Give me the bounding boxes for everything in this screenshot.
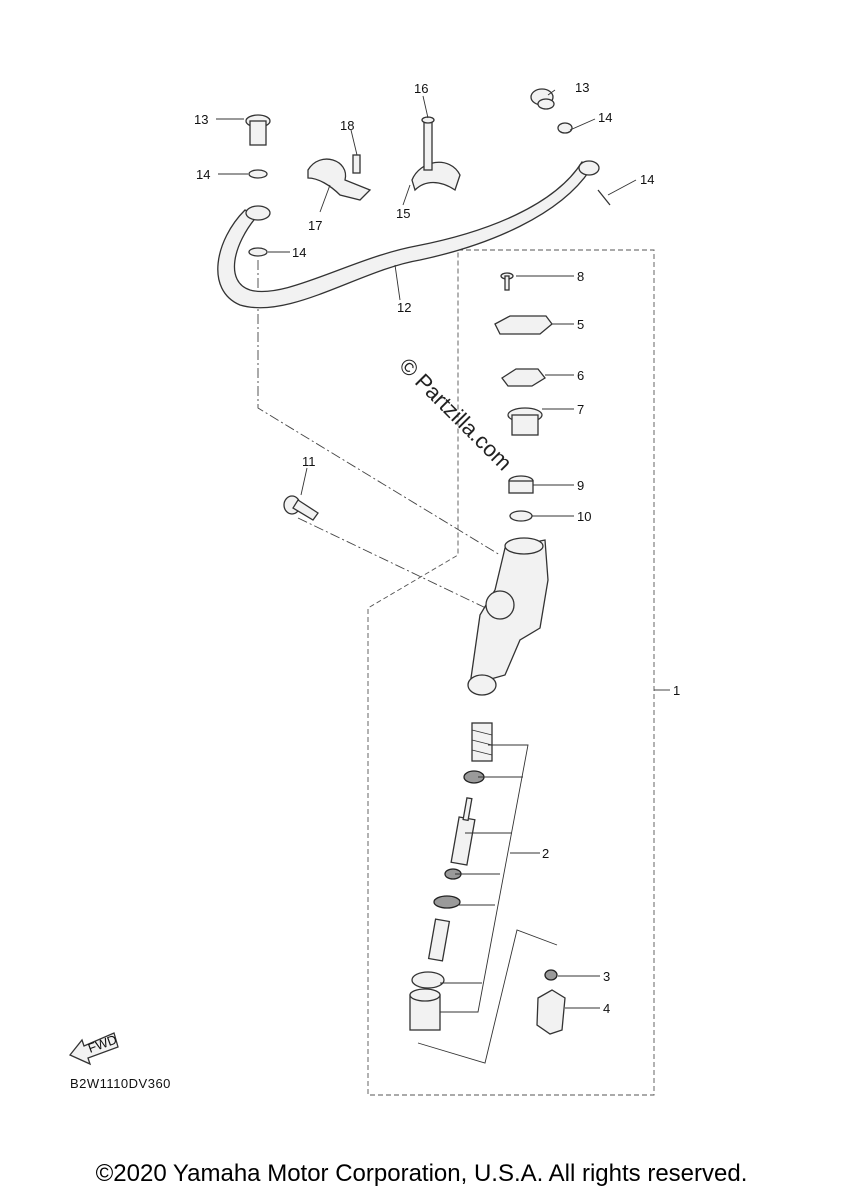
callout-3: 3 bbox=[603, 969, 610, 984]
spring-2 bbox=[471, 722, 493, 762]
callout-14-a: 14 bbox=[196, 167, 210, 182]
callout-17: 17 bbox=[308, 218, 322, 233]
kit-2-bracket bbox=[440, 744, 529, 1013]
gasket-icon bbox=[248, 169, 268, 179]
bolt-11 bbox=[283, 495, 319, 521]
union-bolt-left bbox=[245, 114, 271, 146]
screw-8 bbox=[500, 272, 514, 291]
callout-12: 12 bbox=[397, 300, 411, 315]
callout-4: 4 bbox=[603, 1001, 610, 1016]
callout-13-left: 13 bbox=[194, 112, 208, 127]
clip-2 bbox=[411, 971, 445, 989]
callout-15: 15 bbox=[396, 206, 410, 221]
pin-3 bbox=[544, 969, 558, 981]
hose-clamp-15 bbox=[411, 161, 461, 192]
callout-10: 10 bbox=[577, 509, 591, 524]
gasket-icon bbox=[557, 122, 573, 134]
union-bolt-right bbox=[530, 88, 555, 110]
assembly-1-boundary bbox=[367, 249, 655, 1096]
callout-5: 5 bbox=[577, 317, 584, 332]
hose-banjo-right bbox=[578, 160, 600, 176]
callout-leaders bbox=[216, 89, 670, 1009]
float-9 bbox=[508, 475, 534, 494]
fwd-arrow-icon: FWD bbox=[68, 1032, 119, 1066]
callout-7: 7 bbox=[577, 402, 584, 417]
callout-11: 11 bbox=[302, 454, 316, 469]
diagram-code: B2W1110DV360 bbox=[70, 1076, 171, 1091]
callout-2: 2 bbox=[542, 846, 549, 861]
brake-hose bbox=[217, 160, 591, 309]
ring-10 bbox=[509, 510, 533, 522]
gasket-icon bbox=[248, 247, 268, 257]
copyright-notice: ©2020 Yamaha Motor Corporation, U.S.A. A… bbox=[95, 1160, 748, 1187]
callout-14-c: 14 bbox=[598, 110, 612, 125]
reservoir-cap-5 bbox=[494, 315, 553, 335]
hose-guide-17 bbox=[307, 158, 372, 201]
clevis-4 bbox=[536, 989, 566, 1035]
callout-18: 18 bbox=[340, 118, 354, 133]
callout-6: 6 bbox=[577, 368, 584, 383]
diaphragm-7 bbox=[507, 407, 543, 436]
bolt-16 bbox=[421, 116, 435, 171]
callout-13-right: 13 bbox=[575, 80, 589, 95]
alignment-line-hose bbox=[257, 260, 501, 556]
piston-2 bbox=[450, 797, 476, 866]
hose-banjo-left bbox=[245, 205, 271, 221]
diaphragm-plate-6 bbox=[501, 368, 546, 387]
push-rod-2 bbox=[427, 918, 451, 962]
kit-3-4-bracket bbox=[417, 929, 558, 1064]
callout-1: 1 bbox=[673, 683, 680, 698]
gasket-icon bbox=[597, 189, 611, 206]
master-cylinder-body bbox=[467, 537, 549, 696]
washer-2 bbox=[433, 895, 461, 909]
boot-2 bbox=[409, 988, 441, 1031]
callout-9: 9 bbox=[577, 478, 584, 493]
callout-14-b: 14 bbox=[292, 245, 306, 260]
callout-14-d: 14 bbox=[640, 172, 654, 187]
callout-16: 16 bbox=[414, 81, 428, 96]
watermark: © Partzilla.com bbox=[394, 353, 517, 476]
callout-8: 8 bbox=[577, 269, 584, 284]
screw-18 bbox=[352, 154, 361, 174]
